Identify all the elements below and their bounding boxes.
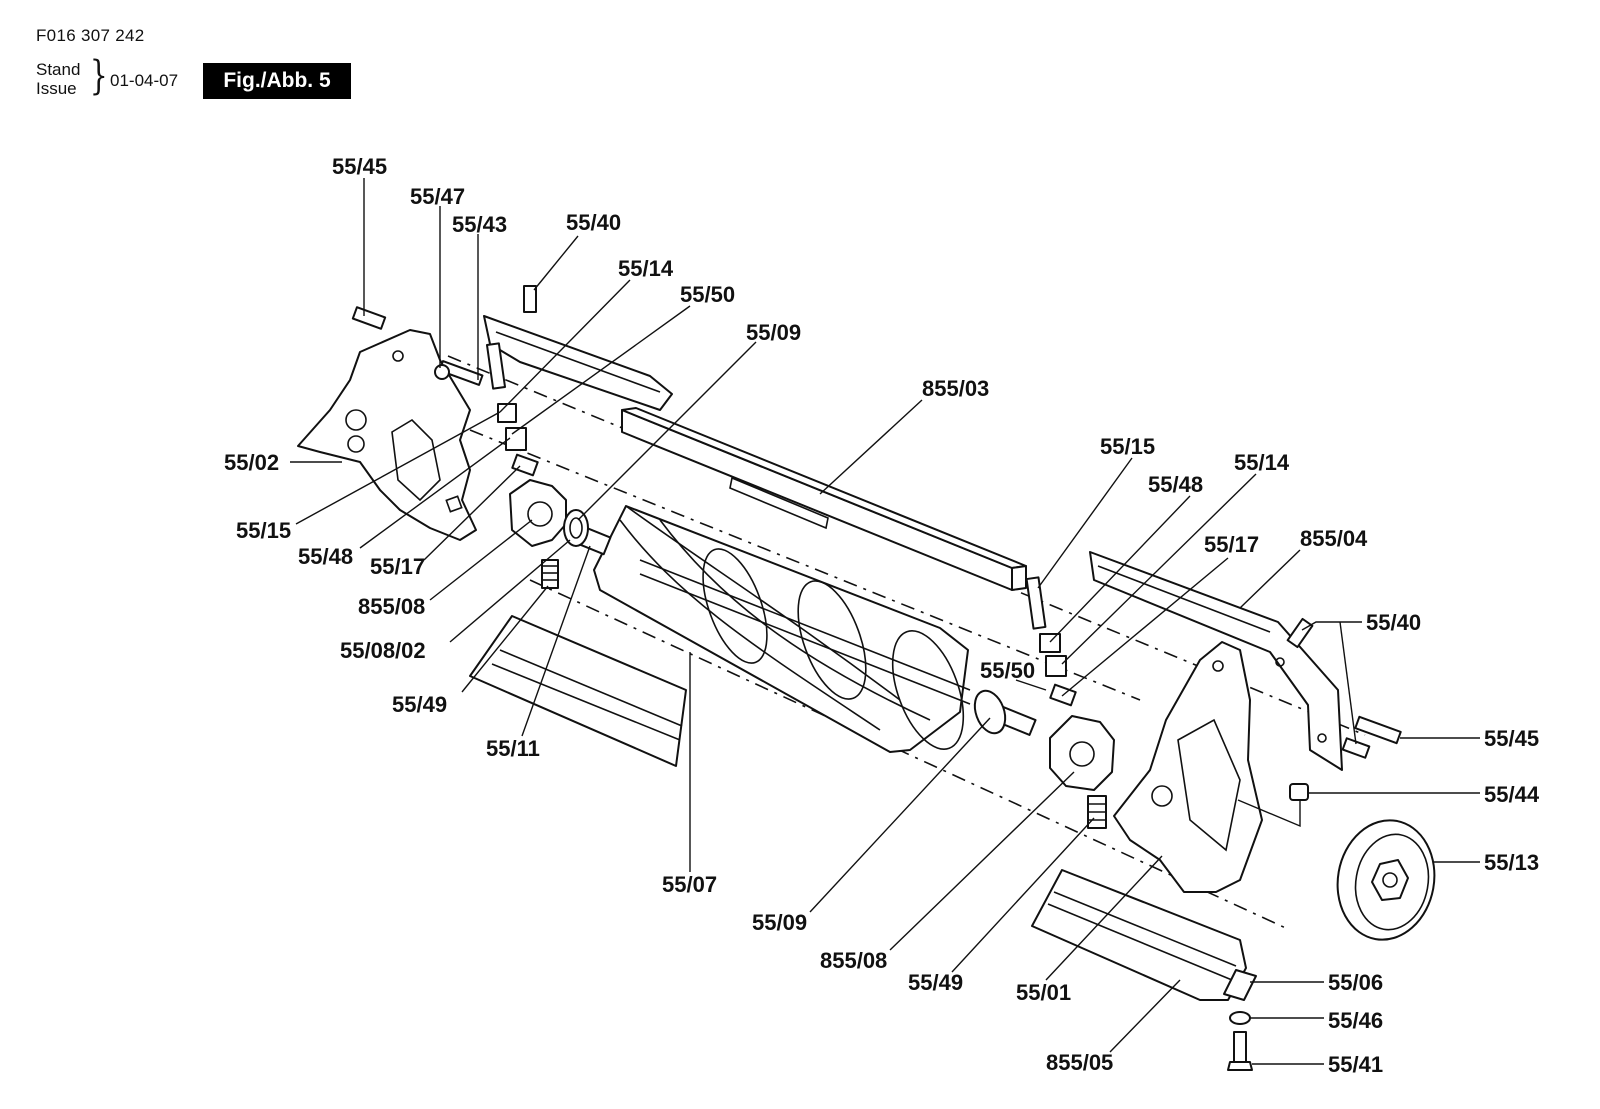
part-label: 55/50 — [980, 658, 1035, 683]
cutting-reel — [578, 505, 1037, 753]
part-label: 55/14 — [618, 256, 674, 281]
part-labels: 55/45 55/47 55/43 55/40 55/14 55/50 55/0… — [224, 154, 1540, 1077]
part-label: 55/17 — [1204, 532, 1259, 557]
stand-issue-labels: Stand Issue — [36, 60, 80, 98]
bottom-fasteners — [1227, 1011, 1253, 1071]
part-label: 55/50 — [680, 282, 735, 307]
left-fasteners — [351, 285, 539, 477]
part-label: 55/40 — [566, 210, 621, 235]
part-label: 55/45 — [1484, 726, 1539, 751]
part-label: 55/13 — [1484, 850, 1539, 875]
part-label: 855/08 — [358, 594, 425, 619]
part-label: 55/48 — [298, 544, 353, 569]
part-label: 55/15 — [1100, 434, 1155, 459]
part-label: 55/44 — [1484, 782, 1540, 807]
part-label: 55/06 — [1328, 970, 1383, 995]
leader-lines — [290, 178, 1480, 1065]
lower-blade-left — [469, 615, 687, 767]
part-label: 55/49 — [392, 692, 447, 717]
guide-bar — [621, 407, 1027, 591]
part-label: 855/08 — [820, 948, 887, 973]
left-side-plate — [297, 329, 477, 541]
lower-blade-right — [1031, 869, 1257, 1001]
issue-label: Issue — [36, 79, 77, 98]
upper-rail — [483, 315, 673, 411]
roller-wheel — [1336, 819, 1436, 941]
issue-date: 01-04-07 — [110, 71, 179, 90]
part-label: 55/47 — [410, 184, 465, 209]
part-label: 55/48 — [1148, 472, 1203, 497]
part-label: 55/01 — [1016, 980, 1071, 1005]
part-label: 55/43 — [452, 212, 507, 237]
document-code: F016 307 242 — [36, 26, 145, 45]
part-label: 55/17 — [370, 554, 425, 579]
part-label: 55/08/02 — [340, 638, 426, 663]
part-label: 55/45 — [332, 154, 387, 179]
figure-badge: Fig./Abb. 5 — [203, 63, 351, 99]
part-label: 55/41 — [1328, 1052, 1383, 1077]
part-label: 55/09 — [746, 320, 801, 345]
part-label: 55/11 — [486, 736, 540, 761]
stand-label: Stand — [36, 60, 81, 79]
part-label: 55/07 — [662, 872, 717, 897]
right-side-plate — [1113, 641, 1263, 893]
part-label: 55/15 — [236, 518, 291, 543]
part-label: 855/04 — [1300, 526, 1368, 551]
part-label: 855/03 — [922, 376, 989, 401]
part-label: 55/49 — [908, 970, 963, 995]
part-label: 55/09 — [752, 910, 807, 935]
right-fasteners — [1286, 617, 1402, 801]
part-label: 55/46 — [1328, 1008, 1383, 1033]
part-label: 55/14 — [1234, 450, 1290, 475]
right-bearing-set — [1049, 715, 1115, 829]
part-label: 55/02 — [224, 450, 279, 475]
part-label: 855/05 — [1046, 1050, 1113, 1075]
left-bearing-set — [509, 479, 589, 589]
part-label: 55/40 — [1366, 610, 1421, 635]
brace-icon: } — [89, 53, 108, 99]
